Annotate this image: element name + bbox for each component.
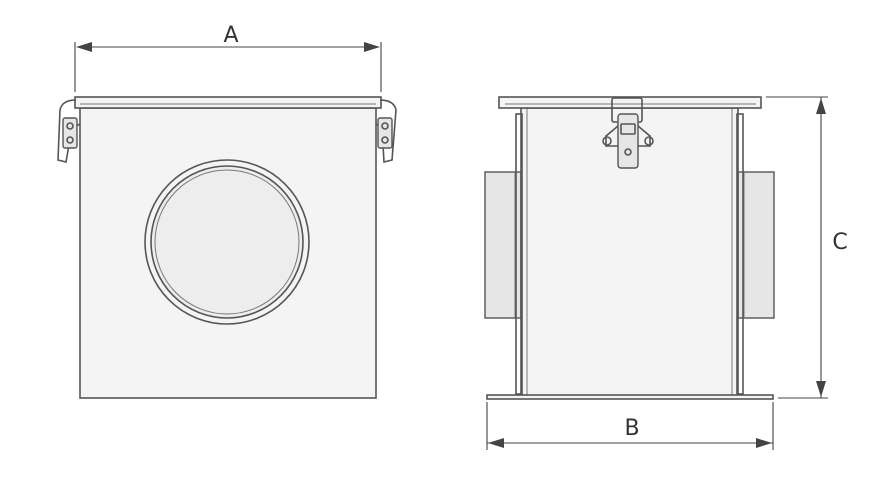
front-view <box>57 96 397 399</box>
front-view-lid <box>74 96 382 109</box>
dimension-a: A <box>74 23 382 92</box>
front-view-port-outer <box>144 159 310 325</box>
dimension-b-label: B <box>624 416 639 441</box>
side-view-latch <box>602 97 654 169</box>
side-view-lid <box>498 96 762 109</box>
dimension-a-label: A <box>223 23 238 48</box>
front-right-latch <box>375 99 397 164</box>
front-left-latch <box>57 99 81 163</box>
dimension-c-label: C <box>832 230 847 255</box>
dimension-c: C <box>766 96 848 399</box>
side-view <box>484 96 775 400</box>
dimension-b: B <box>486 402 774 450</box>
side-view-base <box>486 394 774 400</box>
front-view-port-inner <box>150 165 304 319</box>
